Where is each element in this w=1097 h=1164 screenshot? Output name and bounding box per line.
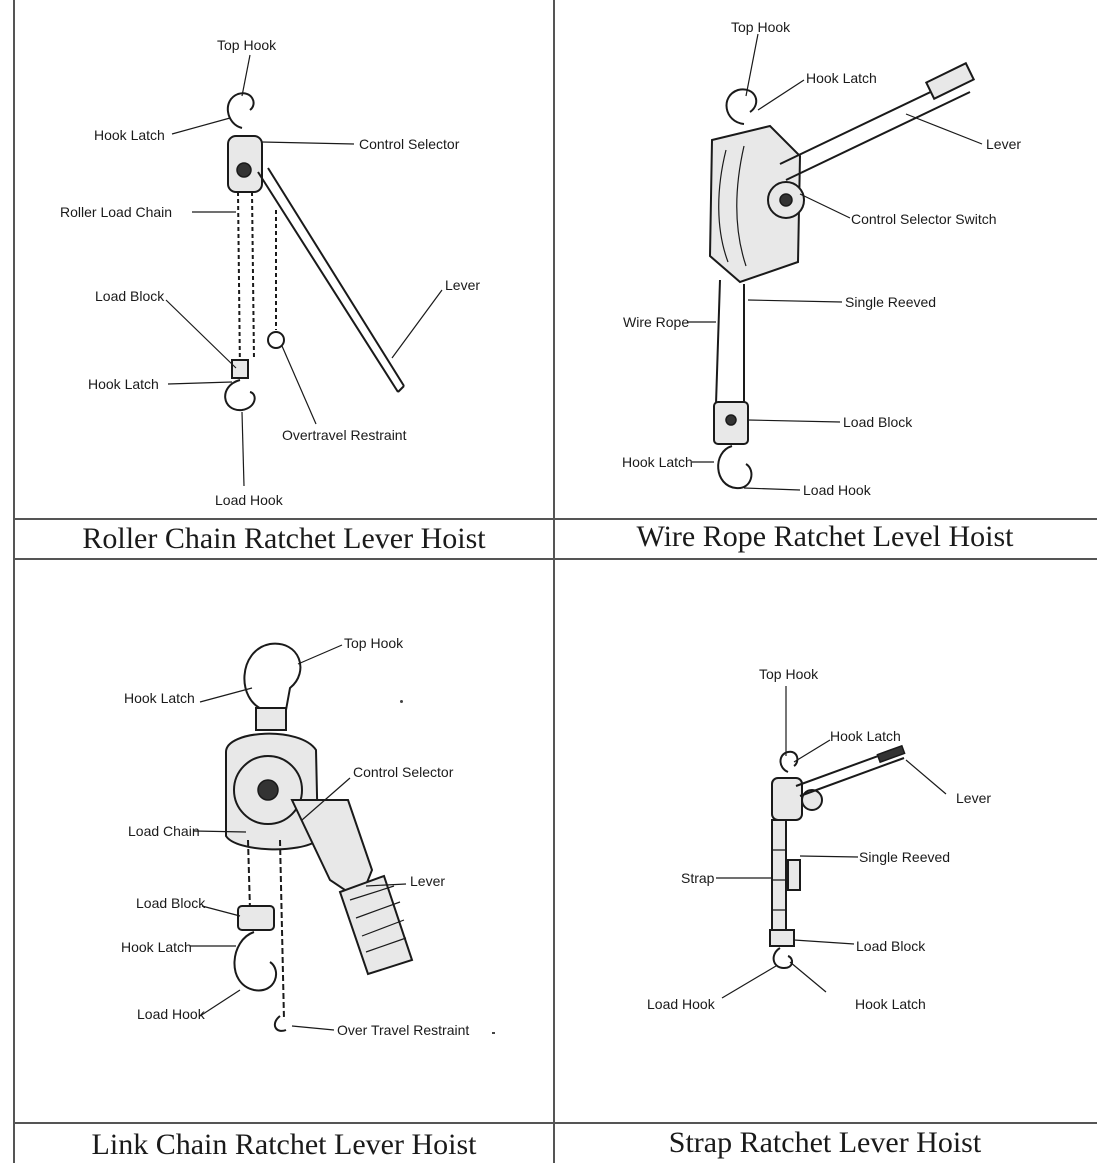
strap-housing [788, 860, 800, 890]
scan-speck [492, 1032, 495, 1034]
label-lever: Lever [956, 790, 991, 806]
label-load-block: Load Block [856, 938, 926, 954]
control-knob [802, 790, 822, 810]
strap-band [772, 820, 786, 936]
load-hook-icon [774, 948, 792, 968]
label-hook-latch-top: Hook Latch [830, 728, 901, 744]
label-hook-latch-bottom: Hook Latch [855, 996, 926, 1012]
label-load-hook: Load Hook [647, 996, 716, 1012]
label-strap: Strap [681, 870, 715, 886]
load-block [770, 930, 794, 946]
label-single-reeved: Single Reeved [859, 849, 950, 865]
hoist-body [772, 778, 802, 820]
scan-speck [400, 700, 403, 703]
label-top-hook: Top Hook [759, 666, 819, 682]
